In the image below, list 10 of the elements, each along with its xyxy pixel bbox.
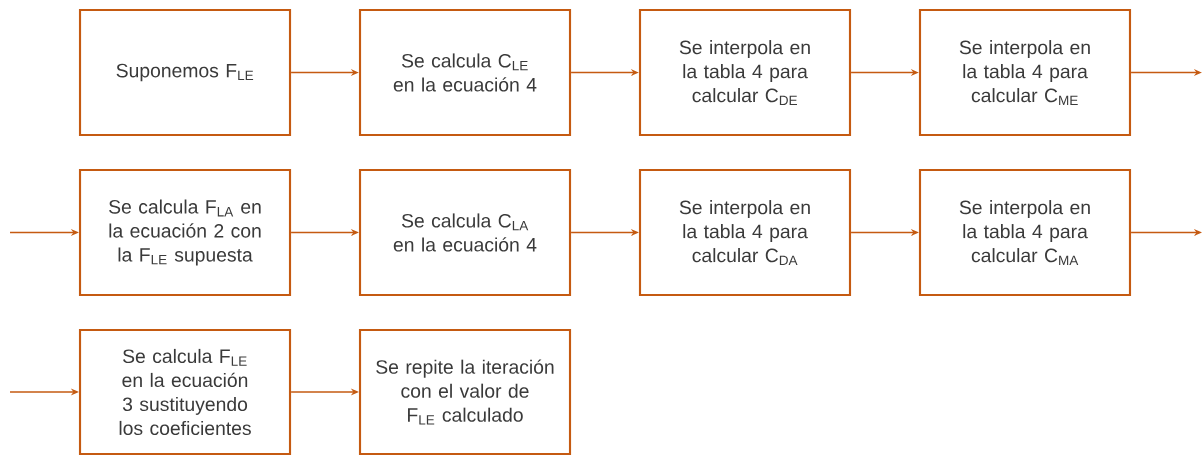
- process-box: Se calcula F$_{LE}$ en la ecuación 3 sustituyendo los coeficientes: [78, 328, 292, 456]
- process-box: Suponemos F$_{LE}$: [78, 8, 292, 137]
- process-box: Se interpola en la tabla 4 para calcular C$_{ME}$: [918, 8, 1132, 137]
- process-box: Se interpola en la tabla 4 para calcular C$_{MA}$: [918, 168, 1132, 297]
- process-box: Se interpola en la tabla 4 para calcular C$_{DE}$: [638, 8, 852, 137]
- process-box: Se calcula C$_{LE}$ en la ecuación 4: [358, 8, 572, 137]
- process-box: Se repite la iteración con el valor de F$_{LE}$ calculado: [358, 328, 572, 456]
- process-box: Se calcula C$_{LA}$ en la ecuación 4: [358, 168, 572, 297]
- process-box: Se calcula F$_{LA}$ en la ecuación 2 con la F$_{LE}$ supuesta: [78, 168, 292, 297]
- process-box: Se interpola en la tabla 4 para calcular C$_{DA}$: [638, 168, 852, 297]
